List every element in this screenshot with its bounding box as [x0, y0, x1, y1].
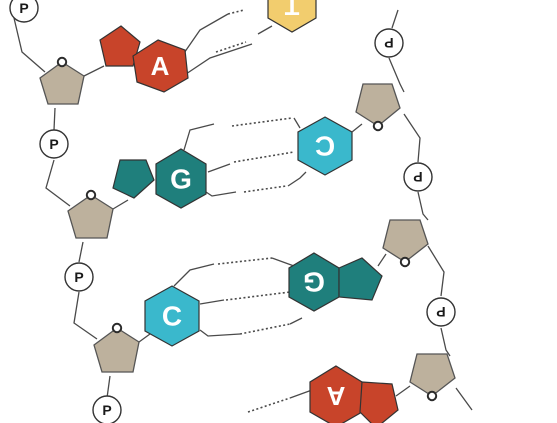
base-pair-g-c: G C [113, 117, 362, 209]
phosphate-right-1: P [375, 29, 403, 57]
phosphate-label: P [74, 269, 83, 285]
right-backbone [389, 10, 472, 410]
sugar-left-3 [94, 324, 139, 372]
adenine-base: A [310, 366, 398, 423]
phosphate-label: P [102, 402, 111, 418]
phosphate-left-1: P [40, 130, 68, 158]
guanine-base: G [289, 253, 382, 311]
phosphate-label: P [436, 304, 445, 320]
base-label-t: T [284, 0, 299, 20]
sugar-right-1 [356, 84, 400, 130]
guanine-base: G [113, 149, 206, 208]
phosphate-left-2: P [65, 263, 93, 291]
phosphate-label: P [19, 0, 28, 16]
sugar-right-3 [410, 354, 455, 400]
sugar-right-2 [383, 220, 428, 266]
thymine-base: T [268, 0, 316, 32]
cytosine-base: C [298, 117, 352, 175]
base-label-a: A [151, 51, 170, 81]
phosphate-label: P [384, 35, 393, 51]
base-label-a: A [326, 381, 345, 411]
adenine-base: A [100, 26, 188, 92]
phosphate-label: P [413, 169, 422, 185]
phosphate-left-top: P [10, 0, 38, 22]
phosphate-right-2: P [404, 163, 432, 191]
base-pair-c-g: C G [139, 253, 386, 346]
base-pair-t-a: A [248, 366, 410, 423]
phosphate-left-3: P [93, 396, 121, 423]
base-label-c: C [315, 131, 335, 162]
phosphate-label: P [49, 136, 58, 152]
base-label-g: G [303, 267, 325, 298]
base-pair-a-t: A T [84, 0, 316, 92]
phosphate-right-3: P [427, 298, 455, 326]
base-label-g: G [170, 164, 192, 195]
base-label-c: C [162, 301, 182, 332]
cytosine-base: C [145, 286, 199, 346]
sugar-left-2 [68, 191, 113, 238]
sugar-left-1 [40, 58, 84, 104]
